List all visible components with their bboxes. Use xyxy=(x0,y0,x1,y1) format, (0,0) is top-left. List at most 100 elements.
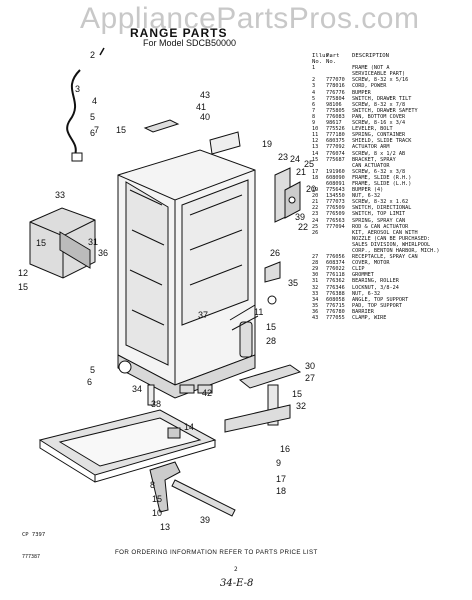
svg-text:24: 24 xyxy=(290,154,300,164)
parts-cell-illus-no: 26 xyxy=(312,229,319,236)
svg-text:15: 15 xyxy=(152,494,162,504)
parts-cell-part-no: 776056 xyxy=(326,254,345,261)
col-illus-no: Illus. No. xyxy=(312,53,333,66)
parts-cell-illus-no: 8 xyxy=(312,113,316,120)
parts-cell-part-no: 777073 xyxy=(326,199,345,206)
svg-text:39: 39 xyxy=(295,212,305,222)
parts-cell-part-no: 776118 xyxy=(326,272,345,279)
parts-cell-description: ACTUATOR ARM xyxy=(352,144,390,151)
parts-cell-part-no: 776388 xyxy=(326,290,345,297)
svg-text:42: 42 xyxy=(202,388,212,398)
parts-cell-description: SERVICEABLE PART) xyxy=(352,71,406,78)
parts-cell-part-no: 777180 xyxy=(326,132,345,139)
parts-cell-part-no: 608058 xyxy=(326,296,345,303)
svg-text:27: 27 xyxy=(305,373,315,383)
parts-cell-part-no: 777055 xyxy=(326,315,345,322)
parts-cell-description: SCREW, 6-32 x 3/8 xyxy=(352,168,406,175)
parts-cell-illus-no: 35 xyxy=(312,302,319,309)
parts-cell-description: FRAME, SLIDE (L.H.) xyxy=(352,180,412,187)
svg-text:38: 38 xyxy=(151,399,161,409)
parts-cell-description: SWITCH, TOP LIMIT xyxy=(352,211,406,218)
parts-cell-illus-no: 28 xyxy=(312,260,319,267)
parts-cell-illus-no: 32 xyxy=(312,284,319,291)
svg-text:21: 21 xyxy=(296,167,306,177)
parts-cell-illus-no: 22 xyxy=(312,205,319,212)
parts-cell-part-no: 775804 xyxy=(326,95,345,102)
parts-cell-description: NUT, 6-32 xyxy=(352,290,381,297)
svg-text:13: 13 xyxy=(160,522,170,532)
svg-text:15: 15 xyxy=(266,322,276,332)
parts-cell-part-no: 776022 xyxy=(326,266,345,273)
svg-text:9: 9 xyxy=(276,458,281,468)
parts-cell-part-no: 775643 xyxy=(326,187,345,194)
svg-text:8: 8 xyxy=(150,480,155,490)
svg-text:26: 26 xyxy=(270,248,280,258)
svg-text:34: 34 xyxy=(132,384,142,394)
parts-cell-illus-no: 19 xyxy=(312,187,319,194)
parts-cell-description: CLIP xyxy=(352,266,365,273)
svg-text:3: 3 xyxy=(75,84,80,94)
parts-cell-description: ROD & CAN ACTUATOR xyxy=(352,223,409,230)
parts-cell-part-no: 98617 xyxy=(326,120,342,127)
parts-cell-description: SCREW, 8-32 x 1.62 xyxy=(352,199,409,206)
parts-cell-part-no: 776715 xyxy=(326,302,345,309)
svg-text:31: 31 xyxy=(88,237,98,247)
parts-row: SALES DIVISION, WHIRLPOOL xyxy=(312,242,470,248)
svg-text:15: 15 xyxy=(292,389,302,399)
parts-cell-part-no: 777092 xyxy=(326,144,345,151)
spray-can-receptacle xyxy=(224,364,302,433)
parts-cell-part-no: 776509 xyxy=(326,205,345,212)
parts-cell-illus-no: 36 xyxy=(312,308,319,315)
parts-cell-part-no: 775687 xyxy=(326,156,345,163)
parts-cell-description: NUT, 6-32 xyxy=(352,193,381,200)
page-subtitle: For Model SDCB50000 xyxy=(143,38,237,48)
parts-cell-description: BUMPER (4) xyxy=(352,187,384,194)
parts-row: 26 KIT, AEROSOL CAN WITH xyxy=(312,230,470,236)
col-part-no: Part No. xyxy=(326,53,340,66)
parts-cell-illus-no: 17 xyxy=(312,168,319,175)
svg-text:39: 39 xyxy=(200,515,210,525)
parts-cell-description: KIT, AEROSOL CAN WITH xyxy=(352,229,418,236)
svg-text:32: 32 xyxy=(296,401,306,411)
slide-frame-right xyxy=(274,167,301,223)
svg-text:5: 5 xyxy=(90,365,95,375)
parts-row: CAN ACTUATOR xyxy=(312,163,470,169)
parts-cell-description: COVER, MOTOR xyxy=(352,260,390,267)
parts-cell-description: FRAME (NOT A xyxy=(352,65,390,72)
parts-cell-illus-no: 23 xyxy=(312,211,319,218)
parts-row: SERVICEABLE PART) xyxy=(312,71,470,77)
svg-text:16: 16 xyxy=(280,444,290,454)
parts-cell-part-no: 775805 xyxy=(326,107,345,114)
parts-list-header: Illus. No. Part No. DESCRIPTION xyxy=(312,53,470,65)
parts-cell-part-no: 776074 xyxy=(326,150,345,157)
svg-text:17: 17 xyxy=(276,474,286,484)
small-parts xyxy=(118,261,281,439)
parts-cell-part-no: 191960 xyxy=(326,168,345,175)
parts-cell-description: PAN, BOTTOM COVER xyxy=(352,113,406,120)
svg-text:22: 22 xyxy=(298,222,308,232)
parts-cell-illus-no: 15 xyxy=(312,156,319,163)
parts-cell-part-no: 608374 xyxy=(326,260,345,267)
power-cord xyxy=(66,47,105,162)
parts-cell-illus-no: 20 xyxy=(312,193,319,200)
svg-text:40: 40 xyxy=(200,112,210,122)
parts-cell-part-no: 775526 xyxy=(326,126,345,133)
parts-cell-description: SALES DIVISION, WHIRLPOOL xyxy=(352,241,431,248)
parts-cell-illus-no: 31 xyxy=(312,278,319,285)
svg-text:5: 5 xyxy=(90,112,95,122)
parts-cell-illus-no: 9 xyxy=(312,120,316,127)
